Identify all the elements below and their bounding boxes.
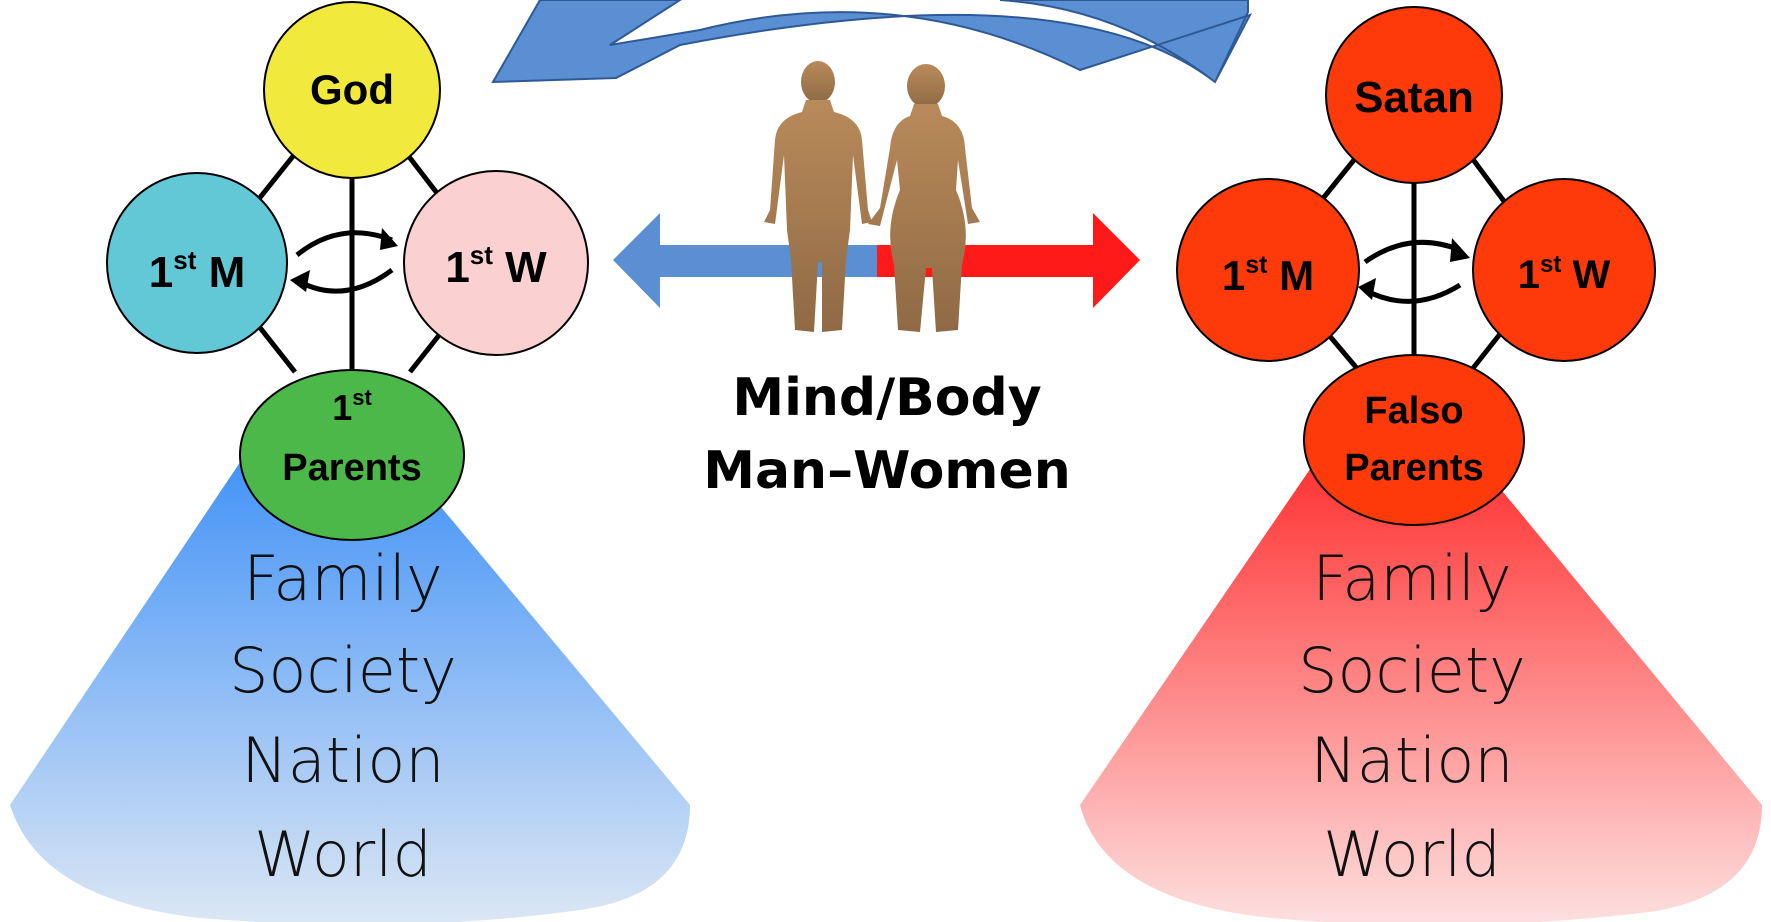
right-man-node: 1st M bbox=[1176, 178, 1360, 362]
center-double-arrow bbox=[613, 213, 1140, 308]
left-spread-item: Society bbox=[229, 634, 457, 707]
right-spread-item: World bbox=[1323, 818, 1501, 891]
left-spread-item: Nation bbox=[241, 724, 444, 797]
left-parents-line2: Parents bbox=[282, 447, 421, 489]
man-and-woman-figures-icon bbox=[764, 61, 980, 332]
left-spread-item: World bbox=[254, 818, 432, 891]
center-label-line2: Man–Women bbox=[703, 441, 1071, 501]
left-spread-cone bbox=[10, 440, 690, 922]
right-satan-node: Satan bbox=[1325, 6, 1503, 184]
center-arrow-right-half bbox=[877, 213, 1140, 308]
left-god-node: God bbox=[263, 1, 441, 179]
left-god-label: God bbox=[310, 66, 394, 113]
left-man-node: 1st M bbox=[106, 172, 288, 354]
left-parents-line1: 1st bbox=[332, 385, 372, 428]
right-parents-node: Falso Parents bbox=[1303, 354, 1525, 526]
right-man-label: 1st M bbox=[1222, 251, 1314, 299]
center-arrow-left-half bbox=[613, 213, 877, 308]
center-label-line1: Mind/Body bbox=[732, 368, 1041, 428]
right-satan-label: Satan bbox=[1354, 73, 1474, 122]
left-man-label: 1st M bbox=[149, 245, 246, 297]
right-spread-item: Society bbox=[1298, 634, 1526, 707]
top-curved-arrow bbox=[491, 0, 1253, 84]
right-spread-list: Family Society Nation World bbox=[1298, 542, 1526, 891]
left-woman-node: 1st W bbox=[403, 170, 589, 356]
right-spread-cone bbox=[1080, 440, 1762, 922]
right-woman-label: 1st W bbox=[1518, 251, 1611, 297]
left-spread-list: Family Society Nation World bbox=[229, 542, 457, 891]
left-parents-node: 1st Parents bbox=[239, 369, 465, 541]
right-parents-line1: Falso bbox=[1364, 390, 1463, 432]
left-woman-label: 1st W bbox=[445, 240, 547, 292]
right-parents-line2: Parents bbox=[1344, 447, 1483, 489]
left-exchange-arrows-icon bbox=[290, 228, 398, 294]
right-spread-item: Family bbox=[1312, 542, 1512, 615]
right-spread-item: Nation bbox=[1310, 724, 1513, 797]
right-woman-node: 1st W bbox=[1472, 178, 1656, 362]
right-exchange-arrows-icon bbox=[1358, 238, 1470, 304]
left-spread-item: Family bbox=[243, 542, 443, 615]
